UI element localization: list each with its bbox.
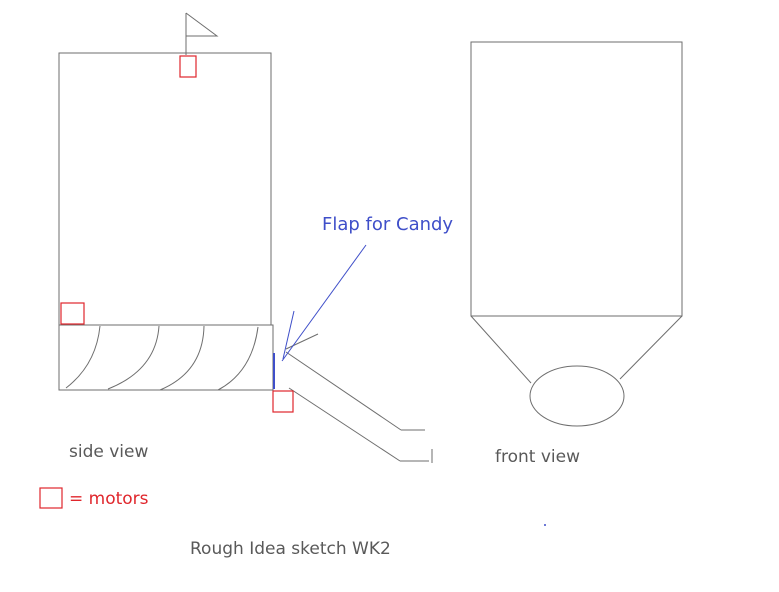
flag-icon (185, 12, 219, 55)
flap-pointer-arrow (281, 244, 367, 362)
front-outlet-ellipse (529, 365, 625, 427)
motor-flap (272, 390, 294, 413)
side-view-drawing (58, 12, 433, 463)
candy-chute (285, 333, 433, 463)
motors-legend (39, 487, 63, 509)
motor-top (179, 55, 197, 78)
motors-legend-label: = motors (69, 489, 149, 509)
stray-dot (544, 524, 546, 526)
sketch-caption: Rough Idea sketch WK2 (190, 539, 391, 559)
motor-legend-square (39, 487, 63, 509)
side-container-body (58, 52, 272, 326)
front-funnel-left (470, 315, 532, 384)
motor-auger (60, 302, 85, 325)
front-container-body (470, 41, 683, 317)
front-view-drawing (470, 41, 683, 526)
front-funnel-right (619, 315, 683, 380)
front-view-label: front view (495, 447, 580, 467)
candy-flap (273, 353, 275, 389)
flap-label: Flap for Candy (322, 214, 453, 235)
auger-blades (65, 325, 259, 391)
side-view-label: side view (69, 442, 148, 462)
